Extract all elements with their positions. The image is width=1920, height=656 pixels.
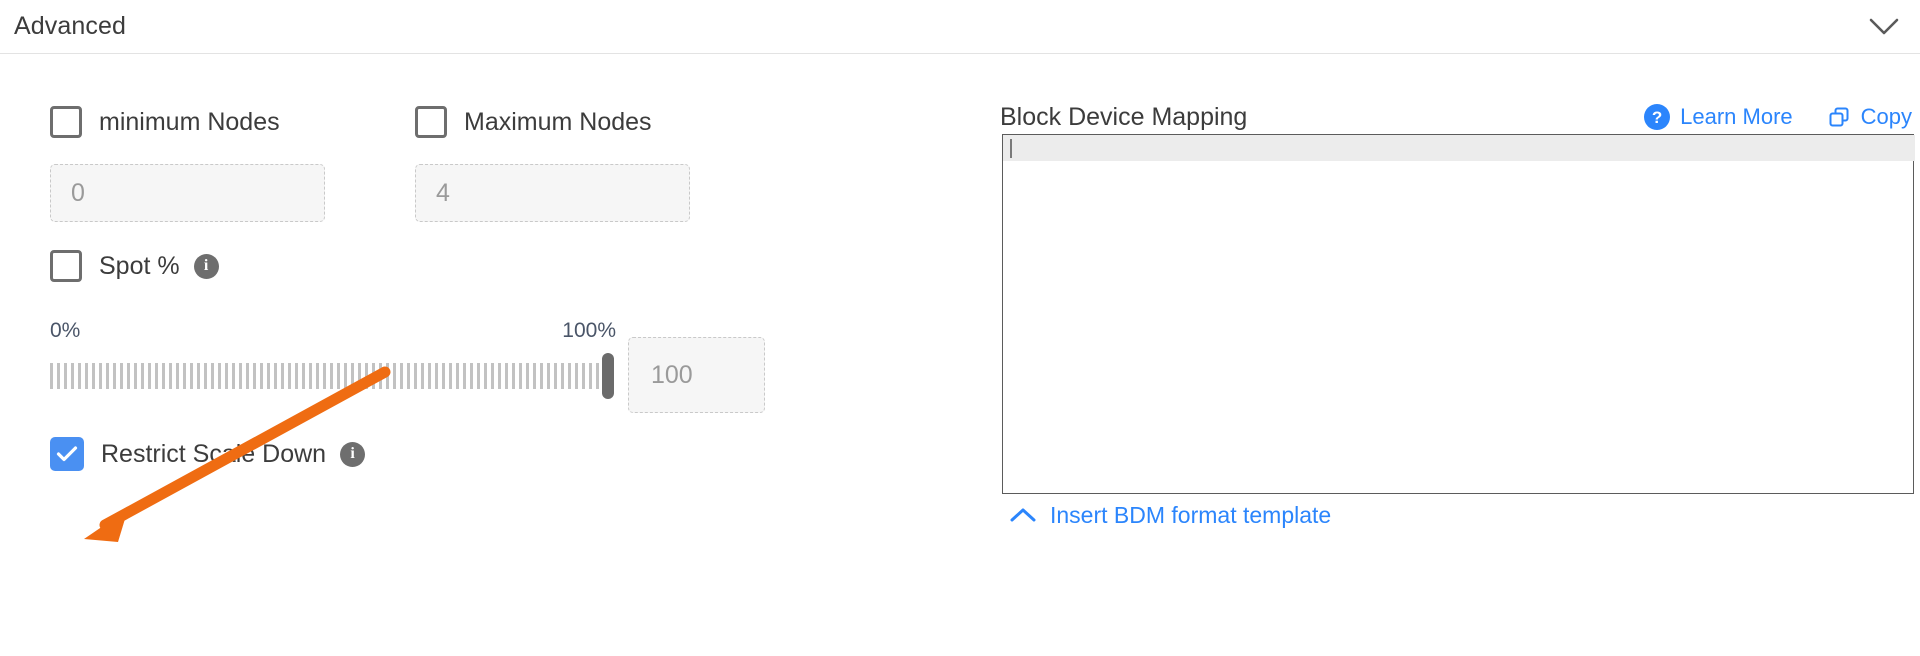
section-header: Advanced xyxy=(0,0,1920,54)
info-icon[interactable]: i xyxy=(340,441,366,467)
spot-percent-checkbox[interactable] xyxy=(50,250,82,282)
minimum-nodes-input-value: 0 xyxy=(71,178,85,207)
question-circle-icon: ? xyxy=(1644,104,1671,130)
page-title: Advanced xyxy=(14,12,126,40)
spot-percent-slider-group: 0% 100% 100 xyxy=(50,319,765,429)
copy-icon xyxy=(1827,105,1851,129)
restrict-scale-down-row: Restrict Scale Down i xyxy=(50,437,366,471)
bdm-header: Block Device Mapping ? Learn More Copy xyxy=(1000,99,1920,135)
left-settings-column: minimum Nodes 0 Maximum Nodes 4 Spot % i… xyxy=(0,54,800,656)
minimum-nodes-checkbox[interactable] xyxy=(50,106,82,138)
maximum-nodes-row: Maximum Nodes xyxy=(415,106,652,138)
bdm-editor-gutter xyxy=(1003,135,1915,161)
maximum-nodes-input-value: 4 xyxy=(436,178,450,207)
bdm-actions: ? Learn More Copy xyxy=(1644,104,1912,130)
slider-track[interactable] xyxy=(50,363,612,389)
minimum-nodes-input[interactable]: 0 xyxy=(50,164,325,222)
spot-percent-row: Spot % i xyxy=(50,250,219,282)
learn-more-link[interactable]: ? Learn More xyxy=(1644,104,1793,130)
restrict-scale-down-label: Restrict Scale Down xyxy=(101,439,327,468)
slider-value-input[interactable]: 100 xyxy=(628,337,765,413)
minimum-nodes-row: minimum Nodes xyxy=(50,106,280,138)
block-device-mapping-column: Block Device Mapping ? Learn More Copy xyxy=(1000,54,1920,656)
chevron-up-icon xyxy=(1010,502,1036,529)
bdm-editor[interactable] xyxy=(1002,134,1915,494)
spot-percent-label: Spot % xyxy=(99,251,180,280)
slider-max-label: 100% xyxy=(562,319,616,342)
learn-more-label: Learn More xyxy=(1680,104,1793,129)
slider-range-labels: 0% 100% xyxy=(50,319,616,347)
bdm-title: Block Device Mapping xyxy=(1000,102,1248,131)
chevron-down-icon[interactable] xyxy=(1864,7,1904,47)
restrict-scale-down-checkbox[interactable] xyxy=(50,437,84,471)
copy-button[interactable]: Copy xyxy=(1827,104,1912,130)
maximum-nodes-checkbox[interactable] xyxy=(415,106,447,138)
minimum-nodes-label: minimum Nodes xyxy=(99,107,280,136)
slider-min-label: 0% xyxy=(50,319,81,342)
info-icon[interactable]: i xyxy=(193,253,219,279)
slider-thumb[interactable] xyxy=(602,353,614,399)
insert-bdm-template-label: Insert BDM format template xyxy=(1050,502,1332,528)
maximum-nodes-label: Maximum Nodes xyxy=(464,107,652,136)
slider-value-text: 100 xyxy=(651,360,693,389)
copy-label: Copy xyxy=(1860,104,1912,129)
bdm-editor-caret xyxy=(1010,139,1012,158)
maximum-nodes-input[interactable]: 4 xyxy=(415,164,690,222)
insert-bdm-template-link[interactable]: Insert BDM format template xyxy=(1010,502,1331,529)
